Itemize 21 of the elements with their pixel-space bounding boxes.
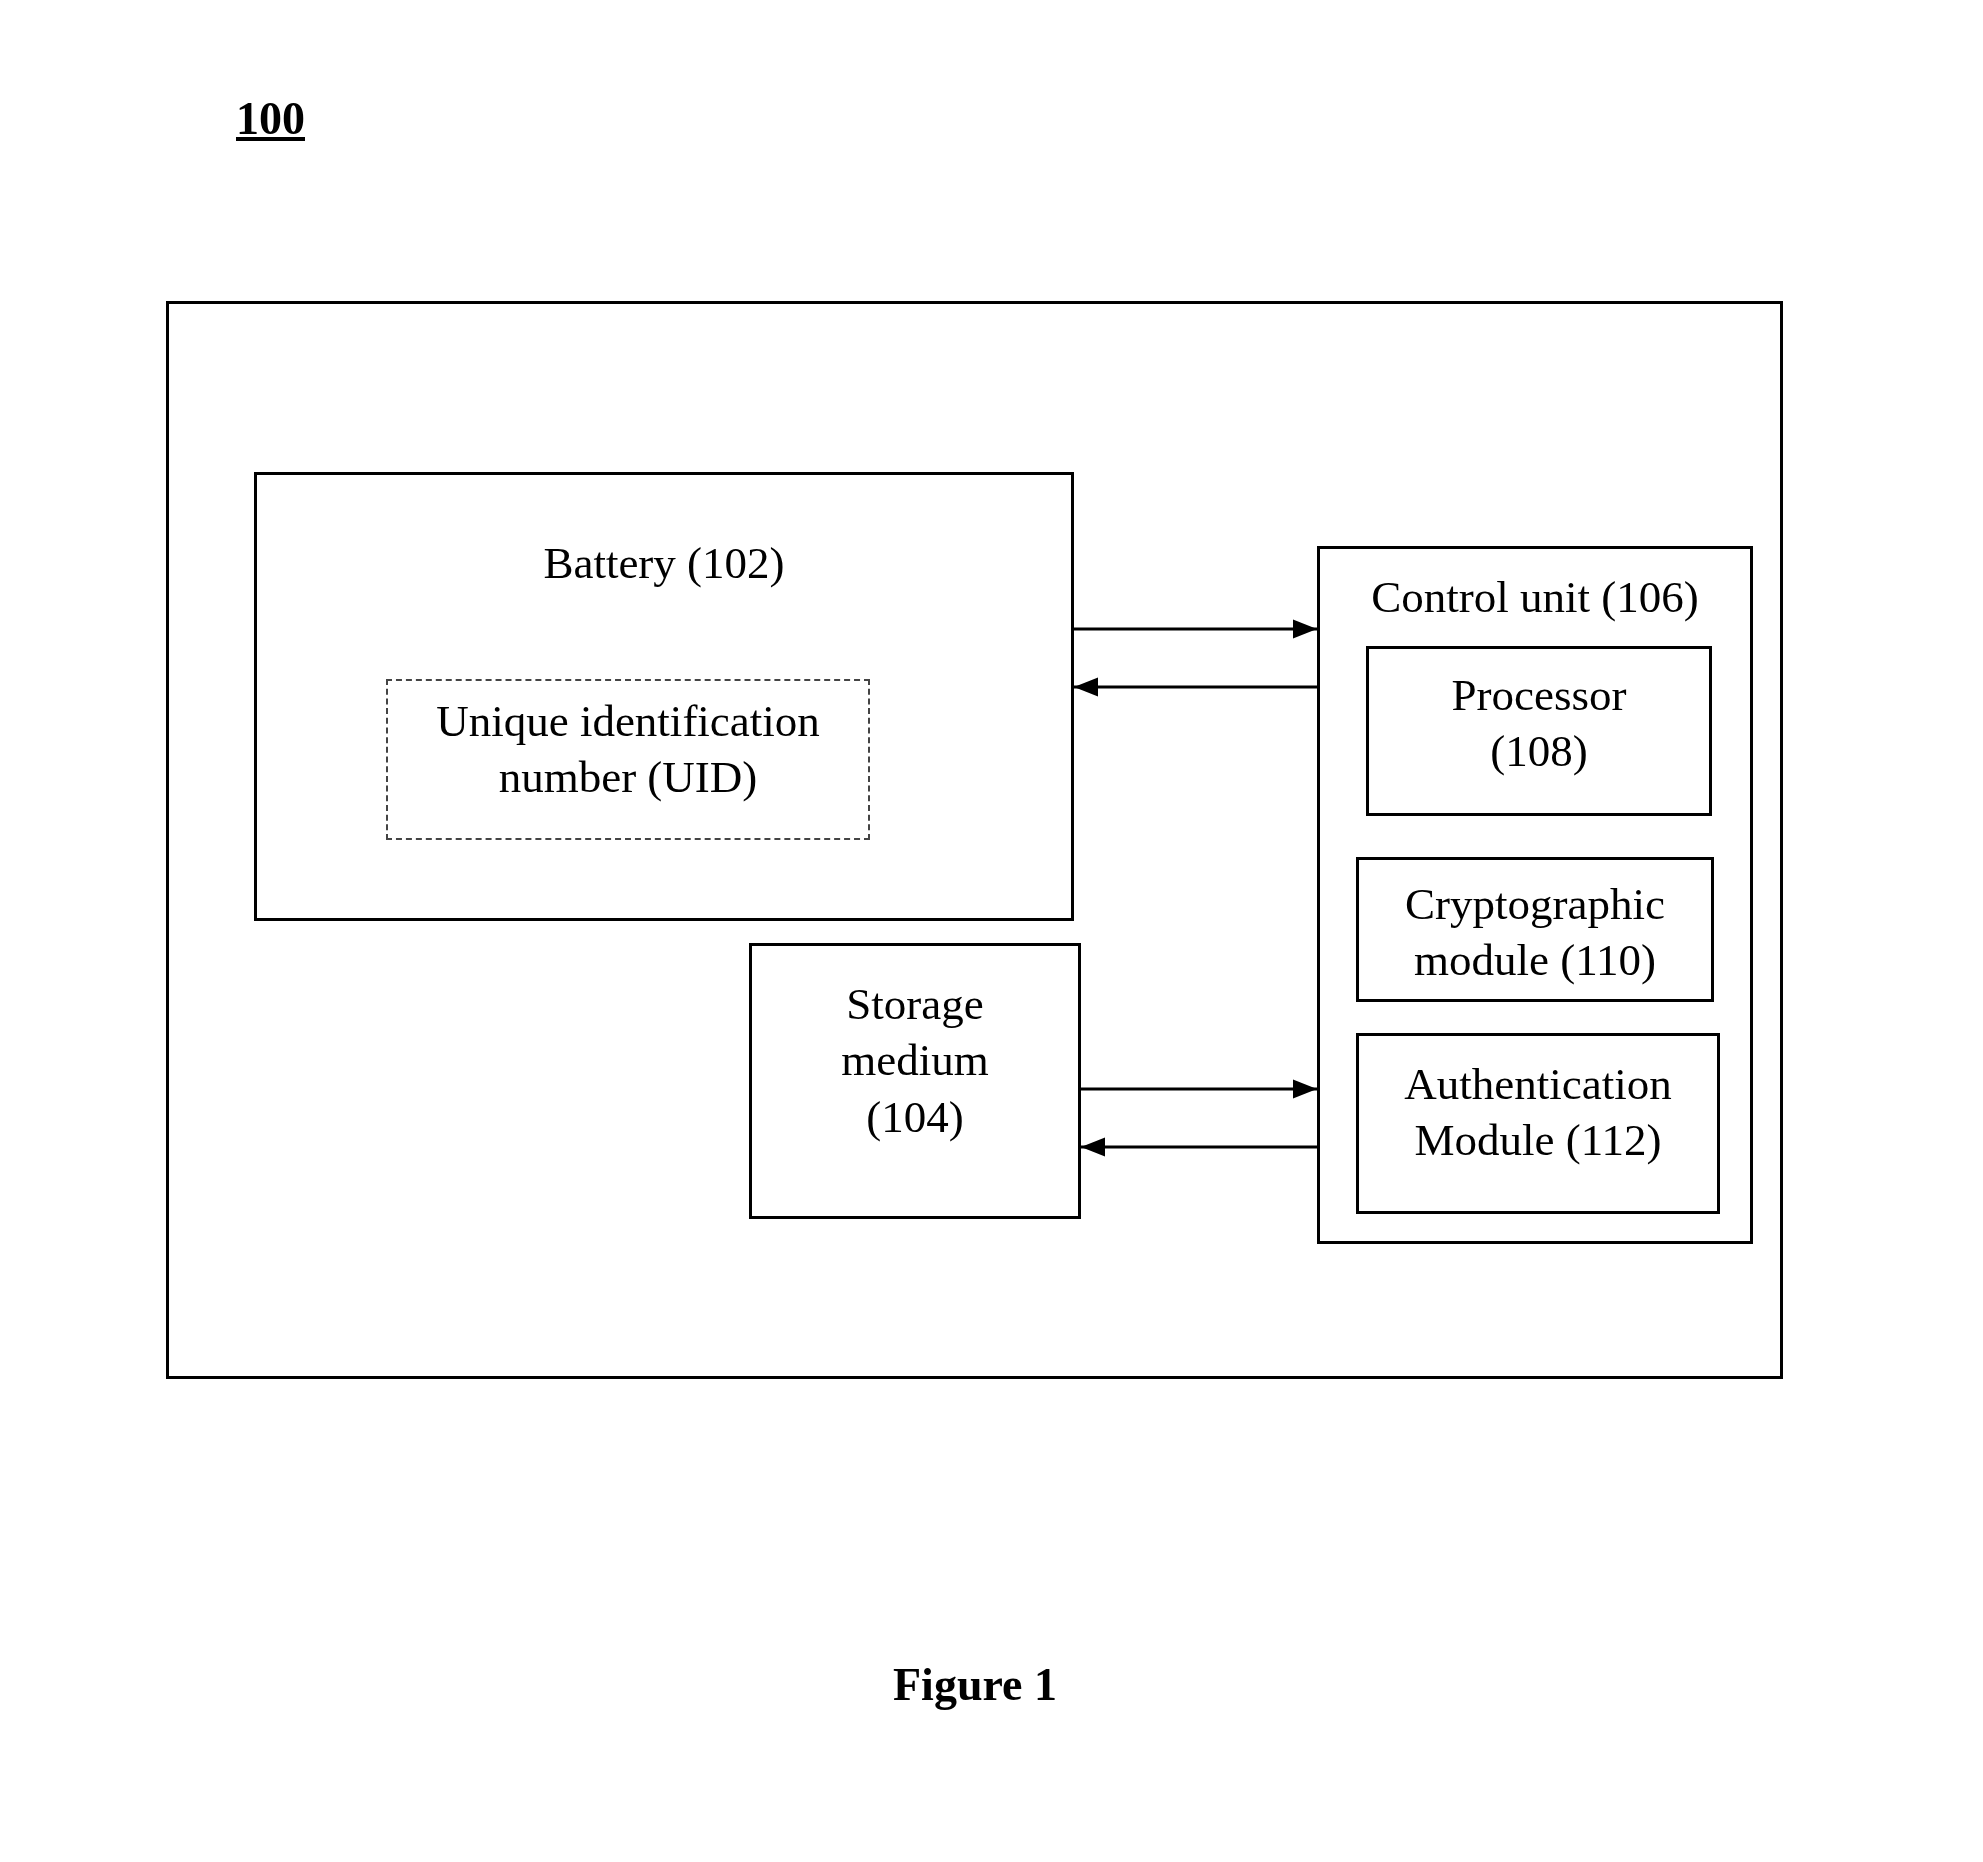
block-box — [254, 472, 1074, 921]
block-label: Control unit (106) — [1370, 571, 1700, 624]
block-label: Unique identification number (UID) — [435, 695, 821, 805]
figure-caption: Figure 1 — [892, 1658, 1058, 1711]
block-box — [1356, 1033, 1720, 1214]
dashed-box — [386, 679, 870, 840]
arrow — [1074, 619, 1317, 639]
block-box — [1317, 546, 1753, 1244]
block-label: Authentication Module (112) — [1403, 1058, 1673, 1168]
block-box — [1356, 857, 1714, 1002]
block-label: Cryptographic module (110) — [1404, 878, 1666, 988]
reference-numeral: 100 — [236, 92, 305, 145]
block-label: Processor (108) — [1450, 669, 1628, 779]
system-box — [166, 301, 1783, 1379]
block-box — [749, 943, 1081, 1219]
arrow — [1074, 677, 1317, 697]
arrow — [1081, 1137, 1317, 1157]
block-label: Battery (102) — [542, 537, 786, 590]
block-box — [1366, 646, 1712, 816]
block-label: Storage medium (104) — [840, 978, 990, 1144]
arrow — [1081, 1079, 1317, 1099]
